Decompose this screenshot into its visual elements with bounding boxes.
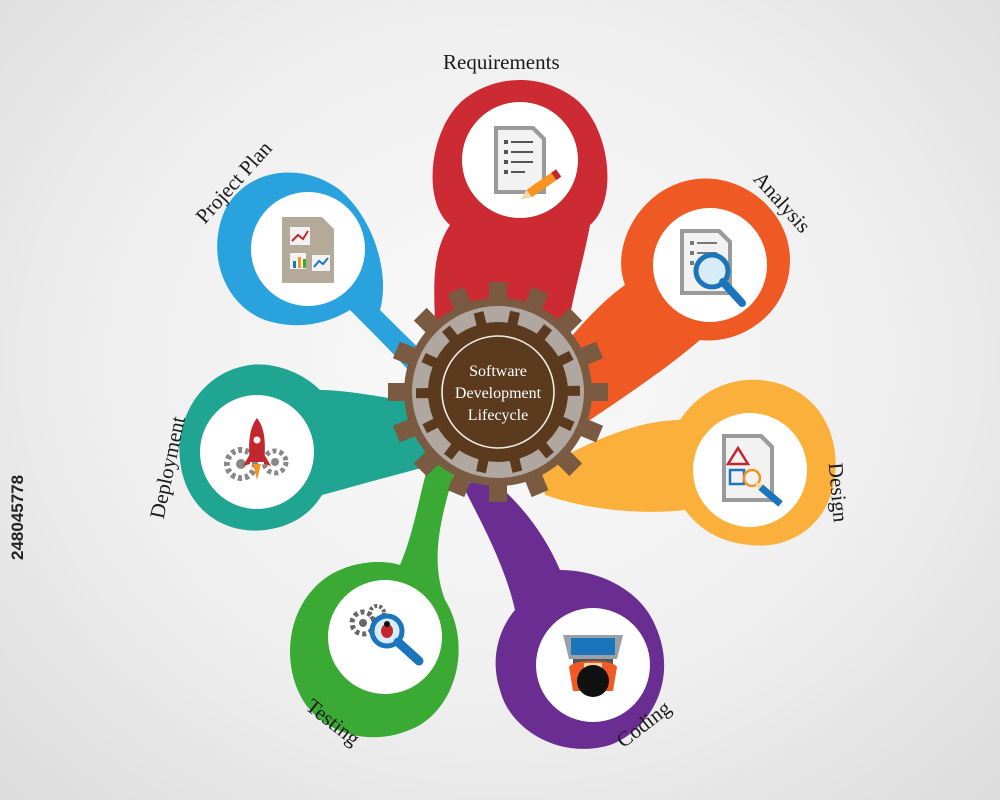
testing-bug-magnifier-icon xyxy=(349,604,424,666)
project-plan-charts-icon xyxy=(282,217,334,283)
gear: Software Development Lifecycle xyxy=(388,282,608,502)
center-title-line-1: Software xyxy=(469,363,527,380)
icons xyxy=(224,126,783,697)
gear-hub xyxy=(428,322,568,462)
analysis-magnifier-icon xyxy=(680,229,746,307)
gear-hub-outline xyxy=(441,335,555,449)
stock-id-text: 248045778 xyxy=(8,474,27,560)
petal-coding xyxy=(465,470,665,749)
coding-developer-icon xyxy=(563,635,623,697)
label-design: Design xyxy=(823,461,853,524)
requirements-document-icon xyxy=(494,126,562,200)
center-title-line-3: Lifecycle xyxy=(468,407,528,424)
deployment-rocket-icon xyxy=(224,418,289,481)
center-title-line-2: Development xyxy=(455,385,542,402)
label-requirements: Requirements xyxy=(443,50,560,74)
design-shapes-icon xyxy=(722,434,783,507)
